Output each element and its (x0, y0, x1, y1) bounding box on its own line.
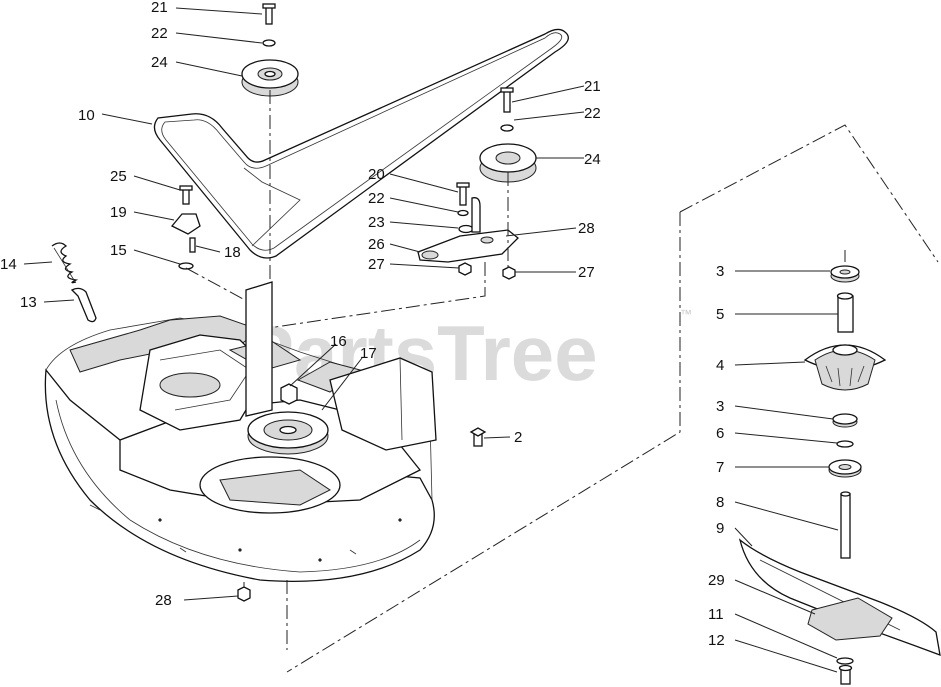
callout-top-bolt: 21 (151, 0, 168, 16)
callout-blade-bolt: 12 (708, 632, 725, 649)
idler-arm-assembly (254, 87, 537, 331)
spring (51, 242, 79, 284)
callout-spring: 14 (0, 256, 17, 273)
spindle-assembly (738, 250, 941, 685)
callout-arm-nut-left: 27 (368, 256, 385, 273)
callout-spindle-housing: 4 (716, 357, 724, 374)
callout-bracket: 19 (110, 204, 127, 221)
callout-top-pulley: 24 (151, 54, 168, 71)
callout-arm-spacer: 23 (368, 214, 385, 231)
callout-deck-pulley: 16 (330, 333, 347, 350)
callout-mulch-plate: 29 (708, 572, 725, 589)
callout-idler-pulley: 24 (584, 151, 601, 168)
callout-spindle-shaft: 8 (716, 494, 724, 511)
watermark-trademark: ™ (680, 307, 692, 321)
callout-arm-bolt: 20 (368, 166, 385, 183)
callout-washer: 6 (716, 425, 724, 442)
callout-belt: 10 (78, 107, 95, 124)
callout-deck-bolt: 2 (514, 429, 522, 446)
callout-spring-nut: 15 (110, 242, 127, 259)
callout-arm-nut-right: 27 (578, 264, 595, 281)
callout-deck-shield: 17 (360, 345, 377, 362)
callout-idler-bolt: 21 (584, 78, 601, 95)
callout-blade-washer: 11 (708, 606, 724, 623)
callout-bearing-top: 3 (716, 263, 724, 280)
callout-spacer: 5 (716, 306, 724, 323)
callout-blade: 9 (716, 520, 724, 537)
callout-eyebolt: 13 (20, 294, 37, 311)
callout-idler-washer: 22 (584, 105, 601, 122)
callout-bracket-pin: 18 (224, 244, 241, 261)
spring-bracket-assembly (51, 185, 246, 323)
spindle-frame-top (679, 124, 939, 263)
callout-top-washer: 22 (151, 25, 168, 42)
callout-arm-plate: 28 (578, 220, 595, 237)
drive-belt (153, 28, 569, 259)
callout-arm: 26 (368, 236, 385, 253)
callout-labels: 21 22 24 10 25 19 18 15 14 13 21 22 24 2… (0, 0, 725, 649)
spindle-frame-left (286, 212, 681, 673)
callout-bracket-bolt: 25 (110, 168, 127, 185)
callout-arm-washer: 22 (368, 190, 385, 207)
mower-deck (44, 281, 487, 650)
leader-lines (23, 7, 839, 673)
callout-seal: 7 (716, 459, 724, 476)
callout-deck-nut: 28 (155, 592, 172, 609)
callout-bearing-bottom: 3 (716, 398, 724, 415)
